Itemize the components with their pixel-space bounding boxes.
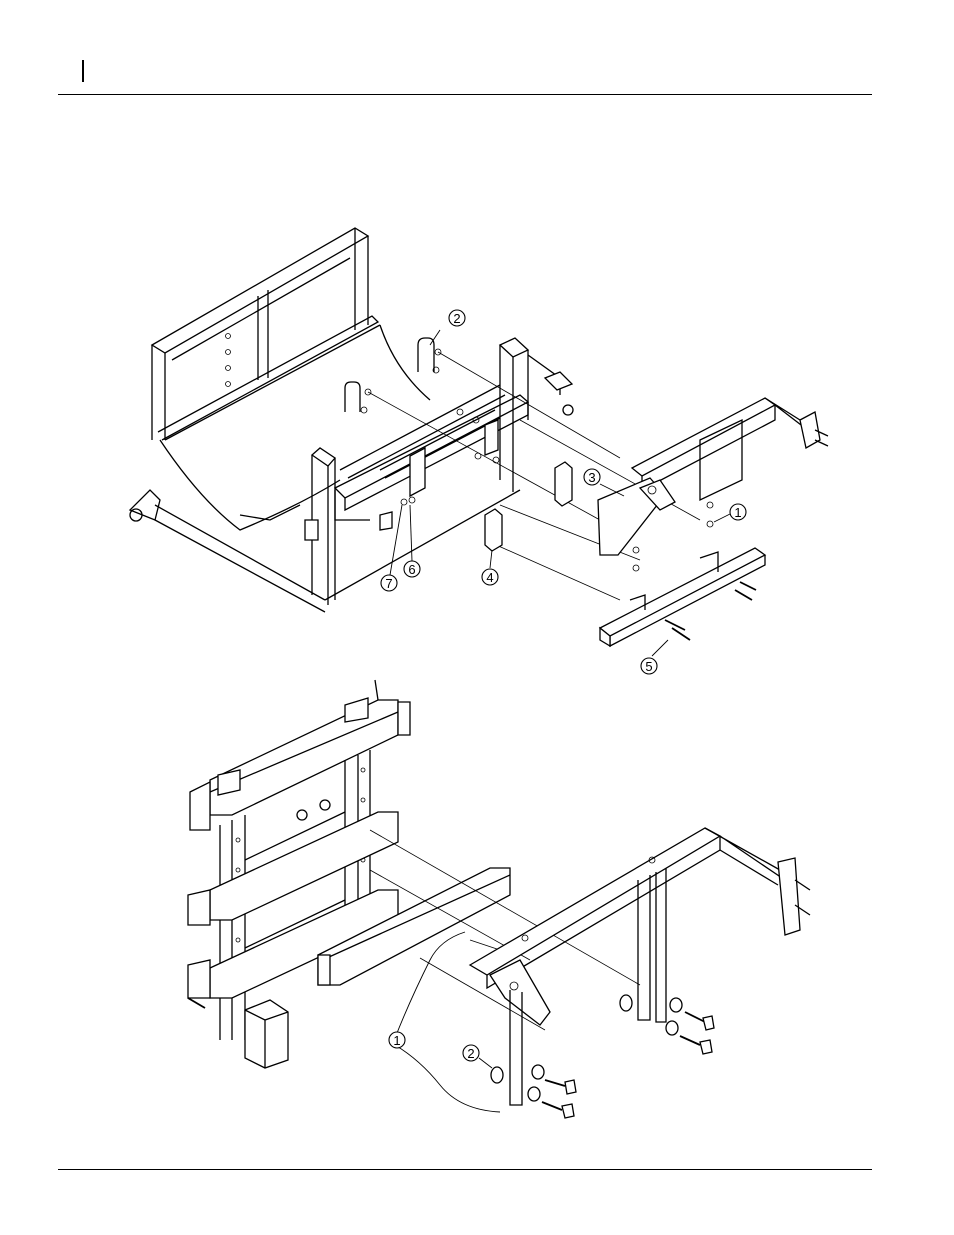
bottom-assembly-drawing [188,680,810,1118]
top-callout-2: 2 [430,310,465,345]
bottom-callout-1: 1 [389,1032,405,1048]
top-callout-7-label: 7 [385,576,392,591]
top-callout-4-label: 4 [486,570,493,585]
top-callout-6: 6 [404,505,420,577]
top-callout-5-label: 5 [645,659,652,674]
top-callout-2-label: 2 [453,311,460,326]
top-assembly-drawing [130,228,828,646]
bottom-callout-2: 2 [463,1045,492,1068]
bottom-callout-2-label: 2 [467,1046,474,1061]
top-callout-6-label: 6 [408,562,415,577]
bottom-callout-1-label: 1 [393,1033,400,1048]
top-callout-1-label: 1 [734,505,741,520]
top-callout-4: 4 [482,550,498,585]
top-callout-1: 1 [714,504,746,522]
top-callout-5: 5 [641,640,668,674]
top-callout-3-label: 3 [588,470,595,485]
